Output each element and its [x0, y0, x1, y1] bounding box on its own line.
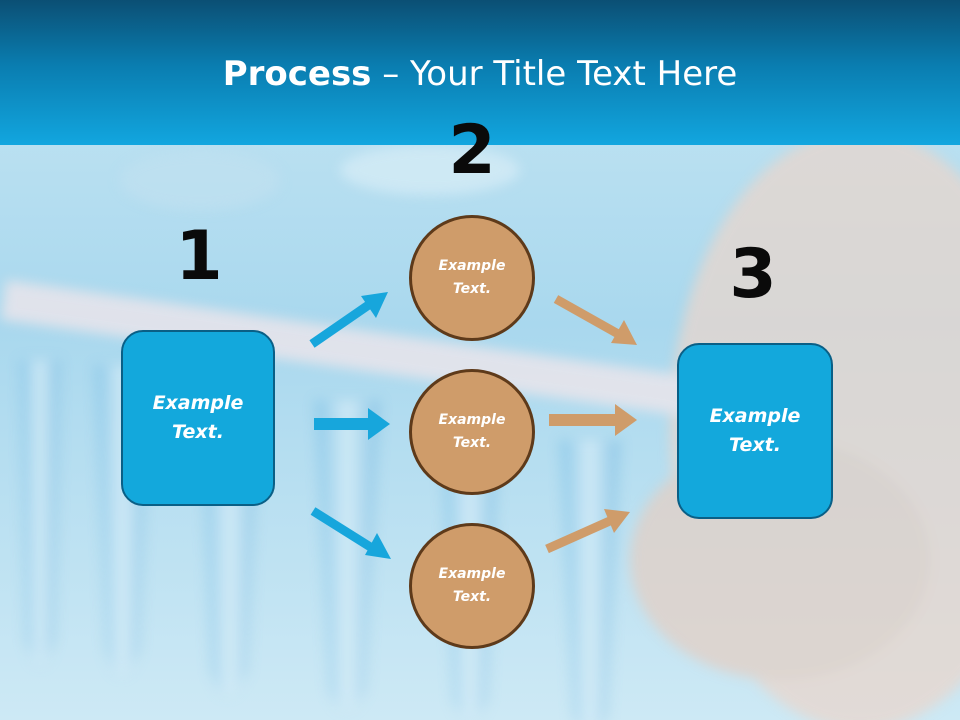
left-box-text: Example Text.	[153, 389, 244, 447]
circle-middle: Example Text.	[409, 369, 535, 495]
right-process-box: Example Text.	[677, 343, 833, 519]
tan-arrow-up	[547, 509, 630, 549]
blue-arrow-right	[314, 408, 390, 440]
circle-bottom: Example Text.	[409, 523, 535, 649]
tan-arrow-right	[549, 404, 637, 436]
circle-top: Example Text.	[409, 215, 535, 341]
blue-arrow-down	[313, 511, 391, 559]
left-process-box: Example Text.	[121, 330, 275, 506]
tan-arrow-down	[556, 299, 637, 345]
circle-bottom-text: Example Text.	[439, 563, 506, 609]
blue-arrow-up	[312, 292, 388, 344]
right-box-text: Example Text.	[710, 402, 801, 460]
circle-middle-text: Example Text.	[439, 409, 506, 455]
circle-top-text: Example Text.	[439, 255, 506, 301]
